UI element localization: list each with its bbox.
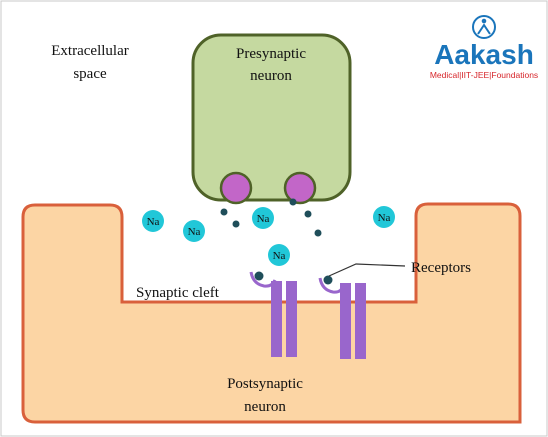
- aakash-logo: Aakash Medical|IIT-JEE|Foundations: [430, 15, 538, 80]
- synaptic-cleft-label: Synaptic cleft: [136, 285, 220, 301]
- sodium-ion-label: Na: [273, 250, 286, 262]
- presynaptic-label-line1: Presynaptic: [236, 46, 306, 62]
- sodium-ion-label: Na: [257, 213, 270, 225]
- receptors-pointer: [328, 263, 406, 277]
- logo-tagline: Medical|IIT-JEE|Foundations: [430, 70, 538, 80]
- sodium-ion-label: Na: [147, 216, 160, 228]
- neurotransmitter-dot: [314, 229, 322, 237]
- sodium-ion: Na: [142, 210, 164, 232]
- sodium-ion-label: Na: [378, 212, 391, 224]
- receptors-label: Receptors: [411, 260, 471, 276]
- sodium-ion-label: Na: [188, 226, 201, 238]
- neurotransmitter-dot: [304, 210, 312, 218]
- extracellular-label-line1: Extracellular: [51, 43, 128, 59]
- receptor: [318, 275, 366, 359]
- sodium-ion: Na: [268, 244, 290, 266]
- neurotransmitter-dot: [289, 198, 297, 206]
- sodium-ion: Na: [252, 207, 274, 229]
- vesicle: [219, 171, 253, 205]
- receptor: [249, 271, 297, 357]
- neurotransmitter-dot: [220, 208, 228, 216]
- postsynaptic-label-line1: Postsynaptic: [227, 376, 303, 392]
- neurotransmitter-dot: [232, 220, 240, 228]
- logo-name: Aakash: [434, 39, 534, 70]
- vesicle: [283, 171, 317, 205]
- presynaptic-label-line2: neuron: [250, 68, 292, 84]
- presynaptic-neuron: [191, 33, 352, 202]
- extracellular-label-line2: space: [73, 66, 107, 82]
- sodium-ion: Na: [183, 220, 205, 242]
- sodium-ion: Na: [373, 206, 395, 228]
- postsynaptic-label-line2: neuron: [244, 399, 286, 415]
